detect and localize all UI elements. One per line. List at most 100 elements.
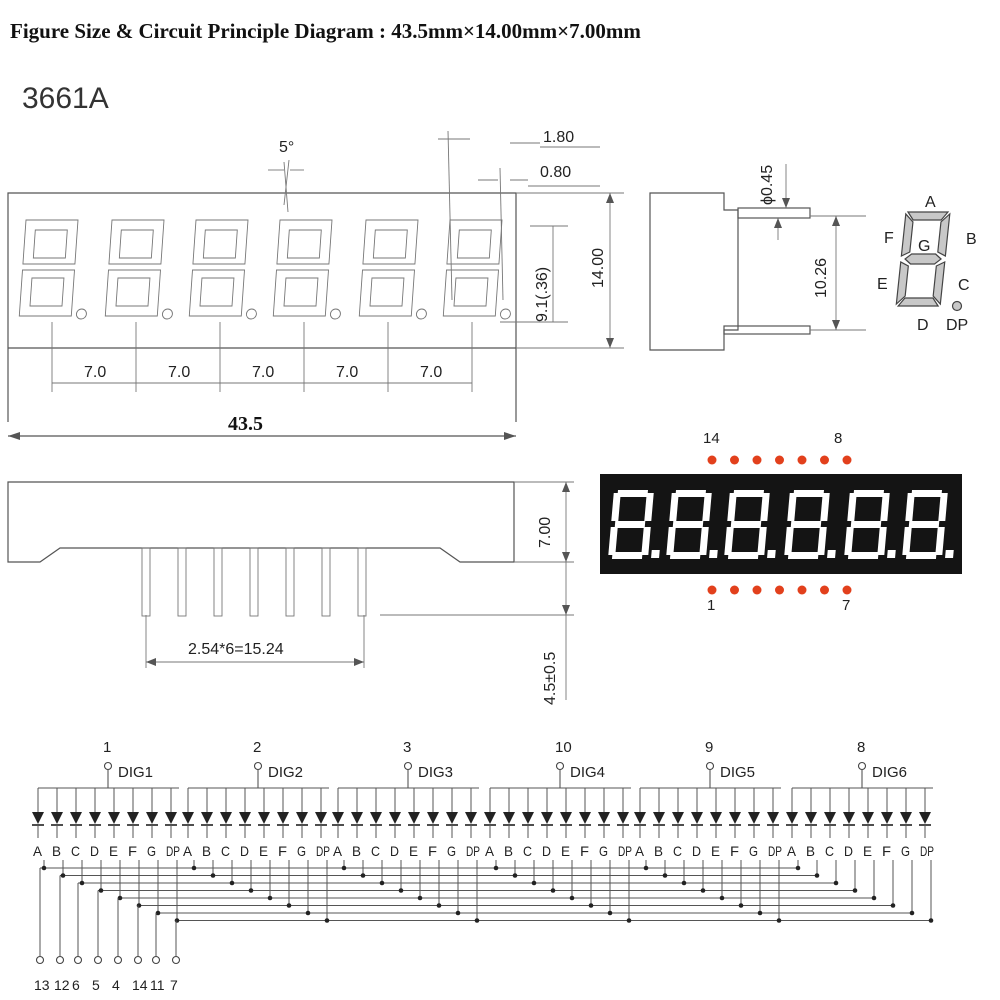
front-digit-outline — [188, 219, 249, 317]
led-digit-1 — [608, 490, 660, 559]
bus-junction — [341, 865, 347, 871]
legend-label-d: D — [917, 317, 929, 334]
led-digit-6 — [902, 490, 954, 559]
bus-junction — [210, 873, 216, 878]
led-seg-f — [787, 493, 797, 521]
led-seg-g — [850, 521, 882, 528]
segment-label: G — [447, 843, 456, 859]
angle-label: 5° — [279, 139, 294, 156]
diode-dp — [617, 812, 629, 824]
led-seg-f — [847, 493, 857, 521]
dim-spacing-arrow-right — [354, 658, 364, 666]
segment-label: F — [882, 843, 891, 859]
led-seg-f — [611, 493, 621, 521]
led-digit-3 — [724, 490, 776, 559]
led-digit-5 — [844, 490, 896, 559]
pin-dot-top-4 — [775, 455, 784, 465]
legend-seg-b — [937, 212, 951, 257]
legend-seg-f — [900, 212, 914, 257]
dim-080-ext — [499, 167, 504, 301]
pin-dots — [707, 455, 852, 595]
bus-junction — [890, 903, 896, 908]
dim-depth-arrow-top — [562, 482, 570, 492]
diode-g — [748, 812, 760, 824]
led-seg-a — [853, 490, 884, 497]
dim-width-arrow-left — [8, 432, 20, 440]
digit-height-label: 9.1(.36) — [534, 267, 551, 322]
common-terminal — [555, 761, 565, 771]
side-view: ϕ0.45 10.26 — [649, 164, 866, 351]
led-seg-dp — [887, 550, 896, 558]
bus-junction — [455, 910, 461, 916]
diode-d — [239, 812, 251, 824]
pin-dot-top-5 — [797, 455, 807, 465]
front-digit-2 — [104, 219, 173, 320]
diode-b — [351, 812, 363, 824]
digit-pin-label: 8 — [857, 739, 865, 756]
segment-label: G — [901, 843, 910, 859]
model-label: 3661A — [22, 82, 109, 115]
pin-number: 7 — [170, 977, 178, 993]
led-seg-d — [727, 552, 759, 559]
bus-junction — [360, 873, 366, 878]
front-digits — [18, 219, 511, 320]
dim-span-arrow-top — [832, 216, 840, 226]
bottom-pin-3 — [213, 547, 223, 617]
pin-terminal-g — [151, 955, 161, 965]
segment-label: B — [654, 843, 663, 859]
bus-junction — [229, 880, 235, 886]
diode-e — [560, 812, 572, 824]
led-seg-dp — [709, 550, 718, 558]
diode-b — [805, 812, 817, 824]
bus-junction — [155, 910, 161, 916]
led-digit-4 — [784, 490, 836, 559]
pin-dot-bottom-3 — [752, 585, 762, 595]
digit-pin-label: 10 — [555, 739, 572, 756]
bus-junction — [436, 903, 442, 908]
bottom-pin-1 — [141, 547, 151, 617]
dim-pin-dia-arrow-2 — [774, 218, 782, 228]
front-digit-outline — [18, 219, 79, 317]
led-seg-g — [790, 521, 822, 528]
segment-label: D — [240, 843, 249, 859]
diode-c — [672, 812, 684, 824]
legend-label-c: C — [958, 277, 970, 294]
pin-number: 14 — [132, 977, 148, 993]
front-digit-6 — [442, 219, 511, 320]
diode-a — [182, 812, 194, 824]
front-digit-outline — [272, 219, 333, 317]
dim-span-arrow-bottom — [832, 320, 840, 330]
diode-f — [127, 812, 139, 824]
led-seg-b — [880, 493, 890, 521]
dim-spacing-arrow-left — [146, 658, 156, 666]
bus-junction — [248, 888, 254, 893]
diode-g — [598, 812, 610, 824]
led-seg-d — [905, 552, 937, 559]
common-terminal — [253, 761, 263, 771]
led-seg-f — [727, 493, 737, 521]
led-seg-e — [724, 527, 734, 555]
pin-terminal-dp — [171, 955, 181, 965]
front-digit-inner — [453, 229, 492, 307]
pin-dot-top-6 — [820, 455, 829, 465]
bus-junction — [493, 865, 499, 871]
led-seg-f — [669, 493, 679, 521]
pitch-label: 7.0 — [168, 364, 190, 381]
digit-pin-label: 9 — [705, 739, 713, 756]
led-digit-2 — [666, 490, 718, 559]
digit-pin-label: 3 — [403, 739, 411, 756]
segment-label: DP — [768, 843, 782, 859]
diode-a — [484, 812, 496, 824]
led-seg-a — [675, 490, 706, 497]
bus-junction — [267, 895, 273, 901]
front-digit-inner — [283, 229, 322, 307]
diode-e — [862, 812, 874, 824]
segment-label: DP — [466, 843, 480, 859]
diode-e — [258, 812, 270, 824]
segment-label: A — [333, 843, 343, 859]
dim-height-arrow-bottom — [606, 338, 614, 348]
front-digit-dp — [245, 308, 257, 320]
pin-terminal-f — [133, 955, 143, 965]
